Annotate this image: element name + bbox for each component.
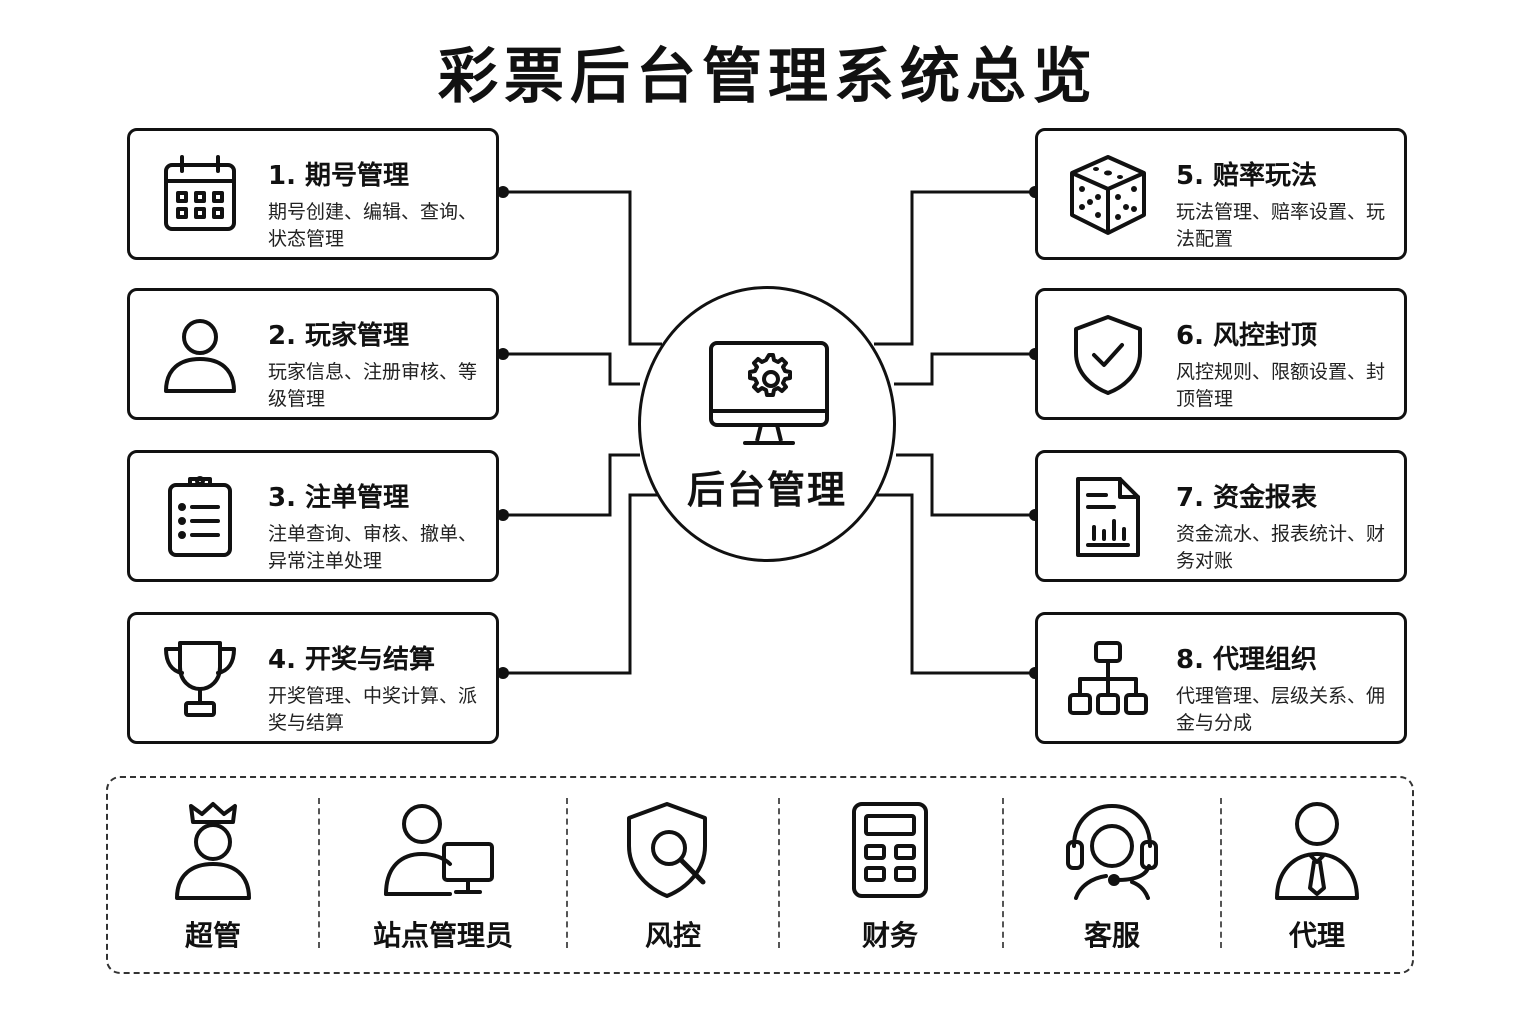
role-finance[interactable]: 财务 xyxy=(780,778,1000,974)
module-desc: 期号创建、编辑、查询、状态管理 xyxy=(268,201,478,250)
calendar-icon xyxy=(164,155,236,231)
module-desc: 风控规则、限额设置、封顶管理 xyxy=(1176,361,1386,410)
module-card-3[interactable]: 3. 注单管理 注单查询、审核、撤单、异常注单处理 xyxy=(127,450,499,582)
connector-dot xyxy=(497,509,509,521)
role-label: 站点管理员 xyxy=(372,919,513,952)
module-title: 3. 注单管理 xyxy=(268,483,410,513)
module-title: 4. 开奖与结算 xyxy=(268,645,436,675)
module-title: 6. 风控封顶 xyxy=(1176,321,1318,351)
module-desc: 玩法管理、赔率设置、玩法配置 xyxy=(1176,201,1386,250)
center-node[interactable]: 后台管理 xyxy=(638,286,896,562)
dice-icon xyxy=(1070,155,1146,235)
calculator-icon xyxy=(852,802,928,898)
role-label: 客服 xyxy=(1083,919,1140,952)
roles-panel: 超管 站点管理员 风控 xyxy=(106,776,1414,974)
module-card-2[interactable]: 2. 玩家管理 玩家信息、注册审核、等级管理 xyxy=(127,288,499,420)
connector-3 xyxy=(503,453,640,517)
module-card-7[interactable]: 7. 资金报表 资金流水、报表统计、财务对账 xyxy=(1035,450,1407,582)
role-divider xyxy=(566,798,568,948)
module-title: 7. 资金报表 xyxy=(1176,483,1318,513)
org-chart-icon xyxy=(1068,641,1148,715)
role-divider xyxy=(318,798,320,948)
trophy-icon xyxy=(164,641,236,717)
role-risk[interactable]: 风控 xyxy=(568,778,778,974)
module-desc: 代理管理、层级关系、佣金与分成 xyxy=(1176,685,1386,734)
role-divider xyxy=(1220,798,1222,948)
module-desc: 资金流水、报表统计、财务对账 xyxy=(1176,523,1386,572)
module-desc: 玩家信息、注册审核、等级管理 xyxy=(268,361,478,410)
center-label: 后台管理 xyxy=(686,468,847,512)
role-label: 财务 xyxy=(861,919,918,952)
module-card-6[interactable]: 6. 风控封顶 风控规则、限额设置、封顶管理 xyxy=(1035,288,1407,420)
connector-1 xyxy=(503,190,662,346)
module-card-4[interactable]: 4. 开奖与结算 开奖管理、中奖计算、派奖与结算 xyxy=(127,612,499,744)
headset-icon xyxy=(1066,804,1158,900)
module-title: 8. 代理组织 xyxy=(1176,645,1318,675)
connector-dot xyxy=(497,348,509,360)
role-agent[interactable]: 代理 xyxy=(1222,778,1412,974)
user-computer-icon xyxy=(384,804,494,896)
connector-8 xyxy=(876,493,1035,675)
connector-6 xyxy=(894,352,1035,386)
connector-5 xyxy=(874,190,1035,346)
report-chart-icon xyxy=(1076,477,1140,557)
module-card-1[interactable]: 1. 期号管理 期号创建、编辑、查询、状态管理 xyxy=(127,128,499,260)
shield-check-icon xyxy=(1074,315,1142,395)
connector-dot xyxy=(497,186,509,198)
role-label: 代理 xyxy=(1288,919,1345,952)
monitor-gear-icon xyxy=(709,341,829,445)
connector-2 xyxy=(503,352,640,386)
module-title: 2. 玩家管理 xyxy=(268,321,410,351)
shield-search-icon xyxy=(627,802,707,898)
connector-4 xyxy=(503,493,660,675)
role-label: 风控 xyxy=(644,919,701,952)
page-title: 彩票后台管理系统总览 xyxy=(438,42,1098,112)
role-divider xyxy=(778,798,780,948)
role-super-admin[interactable]: 超管 xyxy=(108,778,318,974)
connector-dot xyxy=(497,667,509,679)
module-title: 5. 赔率玩法 xyxy=(1176,161,1318,191)
module-title: 1. 期号管理 xyxy=(268,161,410,191)
connector-7 xyxy=(896,453,1035,517)
clipboard-list-icon xyxy=(168,476,232,557)
role-divider xyxy=(1002,798,1004,948)
crown-user-icon xyxy=(175,802,251,900)
module-card-5[interactable]: 5. 赔率玩法 玩法管理、赔率设置、玩法配置 xyxy=(1035,128,1407,260)
module-desc: 注单查询、审核、撤单、异常注单处理 xyxy=(268,523,478,572)
role-customer-service[interactable]: 客服 xyxy=(1004,778,1220,974)
module-desc: 开奖管理、中奖计算、派奖与结算 xyxy=(268,685,478,734)
role-site-admin[interactable]: 站点管理员 xyxy=(320,778,566,974)
user-tie-icon xyxy=(1275,802,1359,900)
role-label: 超管 xyxy=(184,919,241,952)
module-card-8[interactable]: 8. 代理组织 代理管理、层级关系、佣金与分成 xyxy=(1035,612,1407,744)
user-icon xyxy=(164,319,236,393)
